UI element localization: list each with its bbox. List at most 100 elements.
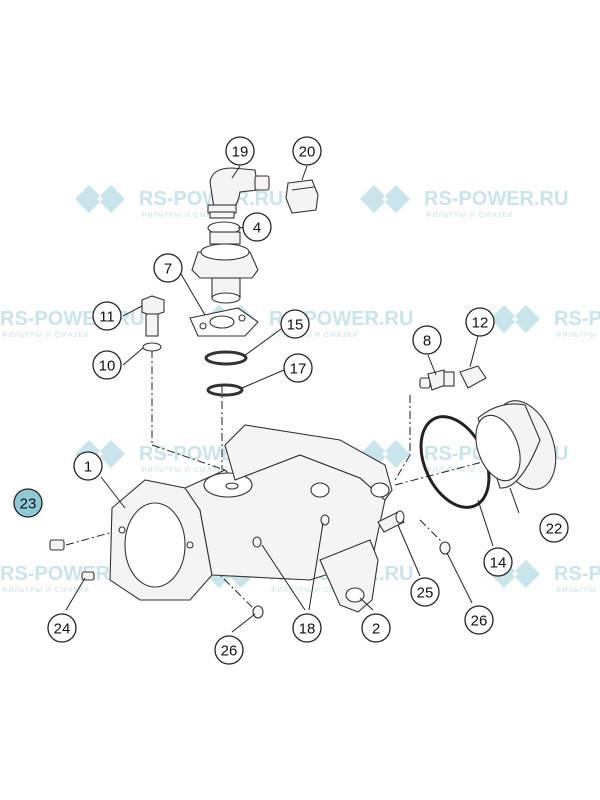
- callout-number: 11: [99, 309, 115, 326]
- callout-number: 24: [54, 621, 71, 638]
- part-20-nut: [285, 179, 319, 214]
- callout-26: 26: [214, 635, 244, 665]
- callout-11: 11: [92, 301, 122, 331]
- callout-circle: [153, 253, 183, 283]
- watermark-tagline: ФИЛЬТРЫ И СМАЗКИ: [271, 587, 359, 594]
- callout-circle: [242, 212, 272, 242]
- centerline: [65, 529, 121, 546]
- callout-18: 18: [292, 613, 322, 643]
- callout-circle: [412, 325, 442, 355]
- callout-23: 23: [13, 488, 43, 518]
- callout-number: 12: [472, 315, 489, 332]
- centerlines: [65, 350, 491, 611]
- callout-26: 26: [464, 605, 494, 635]
- leader-lines: [65, 165, 520, 633]
- part-18-plug: [252, 514, 330, 548]
- callout-number: 10: [99, 358, 116, 375]
- callout-number: 19: [232, 144, 249, 161]
- part-7-gasket: [189, 307, 259, 337]
- callout-circle: [483, 547, 513, 577]
- watermark-brand: RS-POWER.RU: [554, 563, 600, 585]
- callout-25: 25: [410, 577, 440, 607]
- watermark-logo-icon: [75, 185, 125, 213]
- watermark-tagline: ФИЛЬТРЫ И СМАЗКИ: [2, 332, 90, 339]
- part-26-plug: [252, 605, 264, 619]
- callout-circle: [47, 613, 77, 643]
- watermark-tagline: ФИЛЬТРЫ И СМАЗКИ: [556, 332, 600, 339]
- watermark-tagline: ФИЛЬТРЫ И СМАЗКИ: [556, 587, 600, 594]
- part-12-cap: [459, 365, 487, 389]
- centerline: [394, 454, 411, 481]
- callout-number: 14: [490, 555, 507, 572]
- watermark-logo-icon: [490, 305, 540, 333]
- part-8-fitting: [419, 369, 455, 391]
- callout-1: 1: [73, 451, 103, 481]
- callout-circle: [92, 350, 122, 380]
- watermark-brand: RS-POWER.RU: [424, 188, 568, 210]
- part-22-cover: [475, 400, 557, 490]
- callout-circle: [214, 635, 244, 665]
- watermark-tagline: ФИЛЬТРЫ И СМАЗКИ: [141, 467, 229, 474]
- part-17-o-ring: [206, 383, 244, 397]
- callout-circle: [280, 309, 310, 339]
- callout-17: 17: [283, 353, 313, 383]
- callout-number: 26: [221, 643, 238, 660]
- centerline: [151, 444, 226, 471]
- callout-circle: [225, 136, 255, 166]
- callout-circle: [410, 577, 440, 607]
- callout-22: 22: [539, 513, 569, 543]
- callout-10: 10: [92, 350, 122, 380]
- callout-number: 1: [84, 459, 92, 476]
- watermark-tagline: ФИЛЬТРЫ И СМАЗКИ: [271, 332, 359, 339]
- part-1-housing: [109, 454, 386, 601]
- callout-circle: [361, 613, 391, 643]
- part-11-bolt: [141, 295, 165, 337]
- callout-circle: [292, 613, 322, 643]
- callout-19: 19: [225, 136, 255, 166]
- callout-number: 22: [546, 521, 563, 538]
- callout-20: 20: [292, 136, 322, 166]
- callout-number: 2: [372, 621, 380, 638]
- watermark-brand: RS-POWER.RU: [0, 308, 144, 330]
- callout-14: 14: [483, 547, 513, 577]
- callout-number: 26: [471, 613, 488, 630]
- callout-circle: [464, 605, 494, 635]
- callout-number: 18: [299, 621, 316, 638]
- watermark-tagline: ФИЛЬТРЫ И СМАЗКИ: [2, 587, 90, 594]
- callout-4: 4: [242, 212, 272, 242]
- callout-8: 8: [412, 325, 442, 355]
- part-2-pump-body: [224, 424, 393, 613]
- callout-circle: [13, 488, 43, 518]
- watermark-brand: RS-POWER.RU: [0, 563, 144, 585]
- callout-circle: [283, 353, 313, 383]
- part-19-elbow-fitting: [207, 167, 270, 219]
- callout-circle: [539, 513, 569, 543]
- centerline: [394, 459, 491, 486]
- callout-circle: [73, 451, 103, 481]
- part-23-screw: [49, 539, 65, 551]
- part-26-plug: [439, 541, 451, 555]
- callout-number: 4: [253, 220, 261, 237]
- callout-number: 20: [299, 144, 316, 161]
- part-24-screw: [81, 571, 95, 581]
- callout-number: 17: [290, 361, 307, 378]
- watermark-tagline: ФИЛЬТРЫ И СМАЗКИ: [141, 212, 229, 219]
- watermark-tagline: ФИЛЬТРЫ И СМАЗКИ: [426, 467, 514, 474]
- callout-number: 23: [20, 496, 37, 513]
- watermark-tagline: ФИЛЬТРЫ И СМАЗКИ: [426, 212, 514, 219]
- watermark-brand: RS-POWER.RU: [139, 188, 283, 210]
- callout-15: 15: [280, 309, 310, 339]
- callout-24: 24: [47, 613, 77, 643]
- part-15-o-ring: [204, 350, 248, 366]
- callout-circle: [92, 301, 122, 331]
- centerline: [189, 544, 256, 611]
- callout-2: 2: [361, 613, 391, 643]
- callout-number: 8: [423, 333, 431, 350]
- watermark-brand: RS-POWER.RU: [554, 308, 600, 330]
- callout-circle: [292, 136, 322, 166]
- watermark-logo-icon: [360, 185, 410, 213]
- callout-circle: [465, 307, 495, 337]
